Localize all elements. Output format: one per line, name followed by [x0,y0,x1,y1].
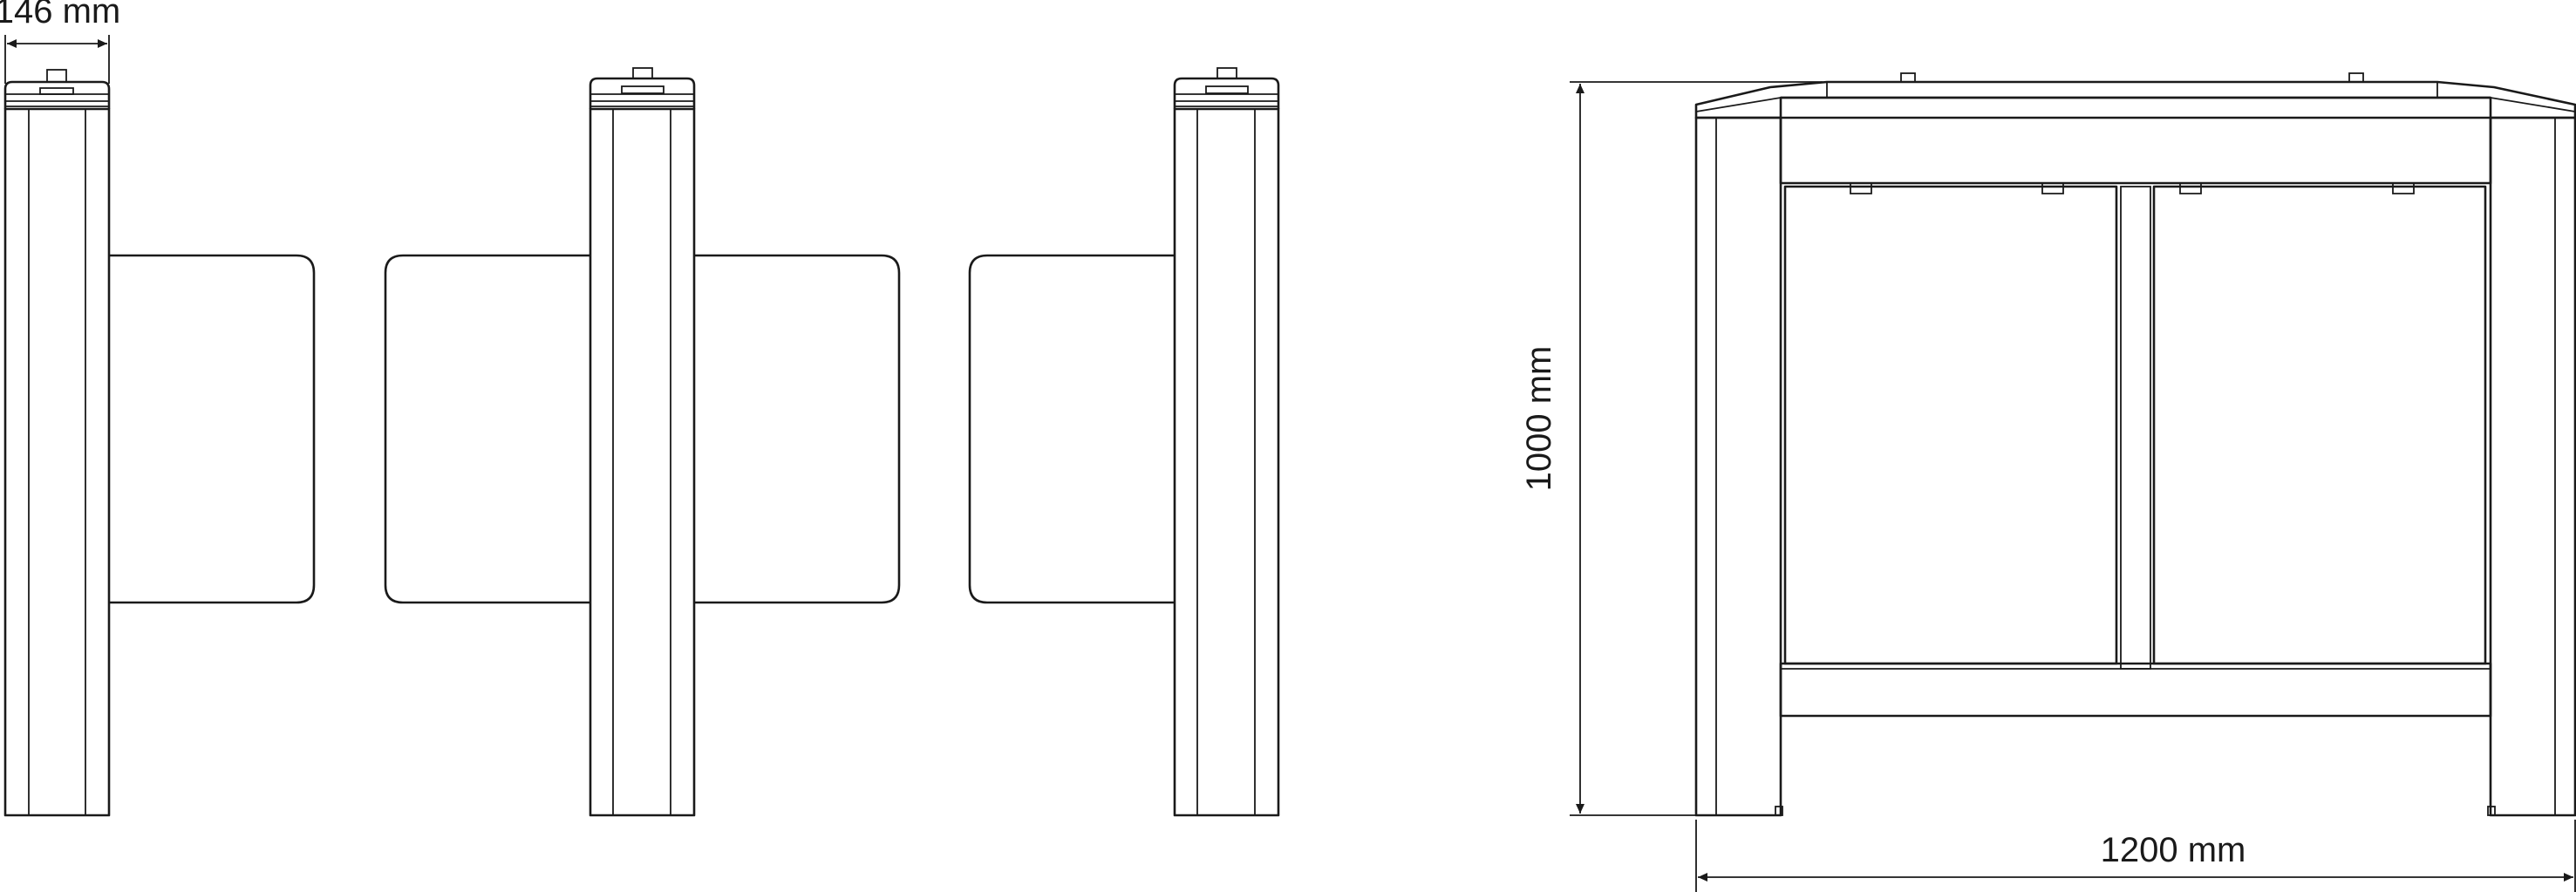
right-post [2489,116,2576,817]
front-view: 1000 mm 1200 mm [1520,72,2576,892]
top-cover [1694,80,2576,119]
glass-panel-right [2152,185,2487,665]
post-1 [3,69,111,817]
lower-rail [1779,662,2492,718]
width-label: 1200 mm [2101,831,2246,869]
width-dimension: 1200 mm [1695,820,2576,892]
post-width-dimension: 146 mm [0,0,120,84]
height-label: 1000 mm [1520,346,1558,492]
center-divider [2120,186,2151,670]
post-2 [589,67,696,817]
height-dimension: 1000 mm [1520,81,1823,816]
panel-2 [384,254,590,604]
glass-panel-left [1783,185,2118,665]
post-3 [1173,67,1280,817]
left-post [1694,116,1782,817]
panel-4 [968,254,1175,604]
plan-view: 146 mm [0,0,1280,817]
upper-housing [1779,96,2492,185]
post-width-label: 146 mm [0,0,120,31]
panel-3 [694,254,901,604]
panel-1 [109,254,316,604]
